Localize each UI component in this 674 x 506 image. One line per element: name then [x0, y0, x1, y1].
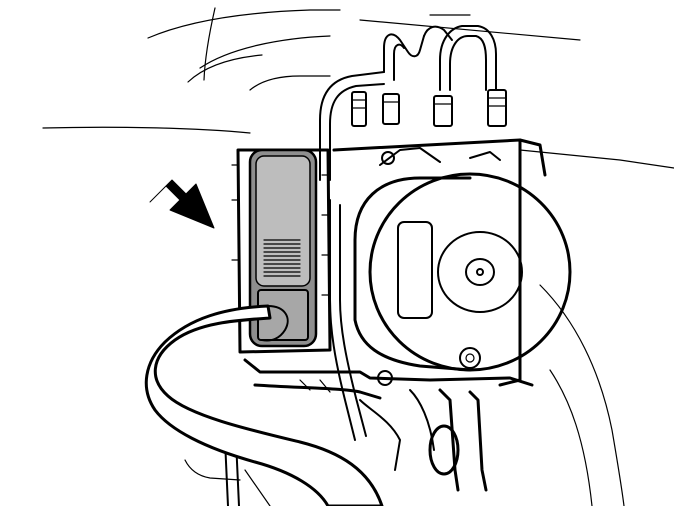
- motor-label-plate: [397, 221, 433, 319]
- motor-bolt: [459, 347, 481, 369]
- motor-end-cap: [437, 231, 523, 313]
- mount-bolt: [381, 151, 395, 165]
- connector-ribs: [263, 239, 301, 277]
- motor-housing: [368, 172, 572, 372]
- fitting-3: [433, 95, 453, 127]
- fitting-4: [487, 89, 507, 127]
- chassis-outline: [42, 7, 674, 506]
- bleed-cap: [428, 424, 460, 476]
- wiring-harness: [144, 304, 384, 506]
- connector-body: [255, 155, 311, 287]
- arrow-indicator: [149, 179, 215, 229]
- pointer-arrow: [149, 179, 215, 229]
- motor-hub: [465, 258, 495, 286]
- module-bracket: [243, 138, 547, 492]
- pump-motor: [353, 172, 572, 372]
- tube-fittings: [351, 89, 507, 127]
- lower-details: [299, 370, 460, 476]
- fitting-2: [382, 93, 400, 125]
- fitting-1: [351, 91, 367, 127]
- electrical-connector: [248, 148, 318, 348]
